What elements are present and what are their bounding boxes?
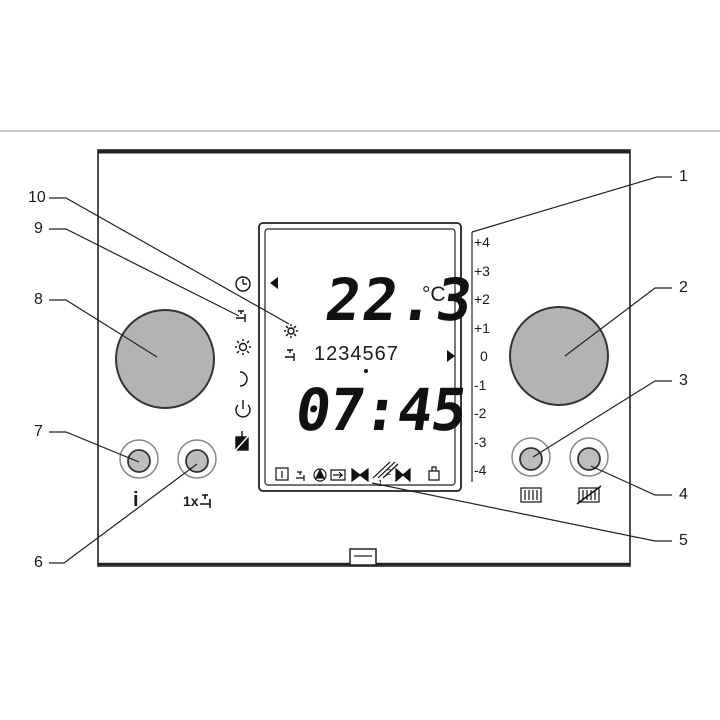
info-icon [275,467,289,481]
valve-icon [351,467,361,483]
scale-label: -4 [474,462,487,478]
lcd-sun-icon [284,324,298,338]
hotwater-button [185,449,209,473]
leader-3 [532,380,672,458]
valve-icon-2 [395,467,404,483]
clock-icon [235,276,251,292]
hotwater-button-label: 1x [183,493,199,509]
button-tap-icon [200,494,211,508]
leader-7 [49,431,140,463]
leader-9 [49,228,240,317]
heating-circuit-icon [372,461,399,479]
callout-1: 1 [679,168,688,185]
day-numbers: 1234567 [314,343,399,365]
left-arrow-icon [270,277,278,289]
device-housing [97,149,631,567]
scale-label: +4 [474,234,490,250]
info-button-label: i [133,489,139,511]
leader-4 [590,465,672,496]
scale-label: -3 [474,433,487,450]
status-row: 1 2 [275,461,440,488]
moon-icon [239,371,248,387]
chimney-sweep-icon [233,431,253,453]
leader-1 [471,176,672,233]
svg-text:2: 2 [387,468,392,477]
power-icon [235,400,251,418]
leader-2 [564,287,672,357]
callout-3: 3 [679,372,688,389]
scale-label: -2 [474,405,487,421]
scale-label: -1 [474,376,487,393]
radiator-off-icon [578,487,600,503]
svg-text:1: 1 [378,479,383,488]
left-knob [115,309,215,409]
buttons [119,437,609,479]
callout-9: 9 [34,220,43,237]
callout-6: 6 [34,554,43,571]
sun-icon [235,339,251,355]
radiator-off-button [577,447,601,471]
leader-6 [49,463,198,564]
lcd-tap-icon [285,349,295,361]
leader-lines [49,176,672,564]
time-readout: 07:45 [291,376,471,444]
lcd-frame-outer [258,222,462,492]
callout-7: 7 [34,423,43,440]
tap-icon [236,310,246,322]
lcd-frame-inner [264,228,456,486]
oil-icon [428,466,440,481]
bottom-clip [349,548,377,566]
right-arrow-icon [447,350,455,362]
leader-5 [371,482,672,542]
temperature-unit: °C [422,283,446,306]
callout-10: 10 [28,189,46,206]
callout-4: 4 [679,486,688,503]
scale-label: +2 [474,291,490,307]
right-knob [509,306,609,406]
callout-2: 2 [679,279,688,296]
leader-10 [49,197,290,325]
scale-label: +3 [474,262,490,279]
radiator-icon [520,487,542,503]
burner-icon [330,469,346,481]
callout-5: 5 [679,532,688,549]
radiator-button [519,447,543,471]
info-button [127,449,151,473]
leader-8 [49,299,158,358]
temperature-readout: 22.3 [321,266,479,334]
callout-8: 8 [34,291,43,308]
status-tap-icon [296,471,305,481]
day-indicator-dot [364,369,368,373]
scale-label: +1 [474,319,490,336]
scale-label: 0 [480,348,488,364]
